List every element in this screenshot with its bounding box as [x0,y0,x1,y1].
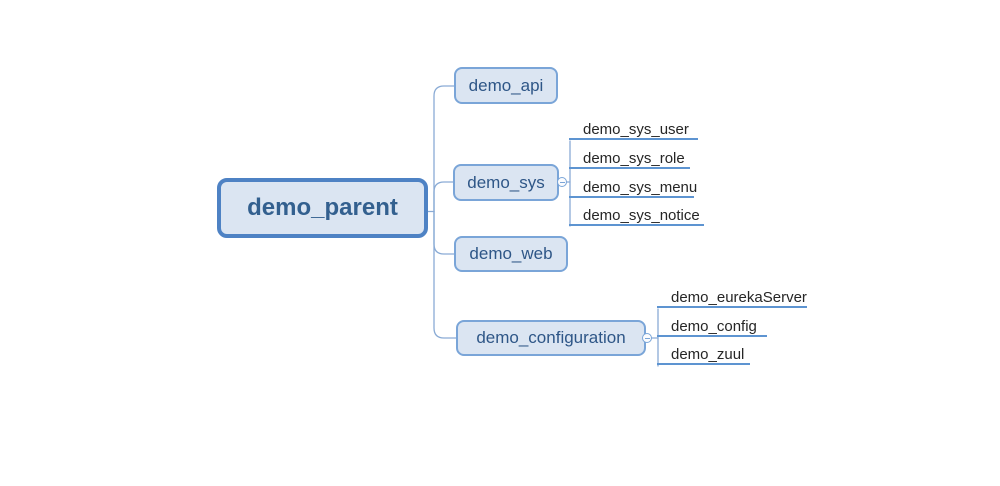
node-demo-configuration[interactable]: demo_configuration [456,320,646,356]
node-demo-parent[interactable]: demo_parent [217,178,428,238]
edge-root-demo-api [433,85,456,213]
node-demo-eurekaserver[interactable]: demo_eurekaServer [657,288,807,308]
node-demo-api[interactable]: demo_api [454,67,558,104]
node-demo-sys[interactable]: demo_sys [453,164,559,201]
node-demo-config[interactable]: demo_config [657,317,767,337]
node-demo-web[interactable]: demo_web [454,236,568,272]
node-demo-sys-menu[interactable]: demo_sys_menu [569,178,697,198]
collapse-toggle-demo-configuration[interactable] [642,333,652,343]
minus-icon [559,181,565,183]
node-demo-zuul[interactable]: demo_zuul [657,345,750,365]
edge-root-demo-sys [433,181,454,213]
edge-root-demo-web [433,210,455,255]
edge-root-demo-configuration [433,210,457,339]
minus-icon [644,337,650,339]
collapse-toggle-demo-sys[interactable] [557,177,567,187]
node-demo-sys-user[interactable]: demo_sys_user [569,120,698,140]
node-demo-sys-role[interactable]: demo_sys_role [569,149,690,169]
node-demo-sys-notice[interactable]: demo_sys_notice [569,206,704,226]
